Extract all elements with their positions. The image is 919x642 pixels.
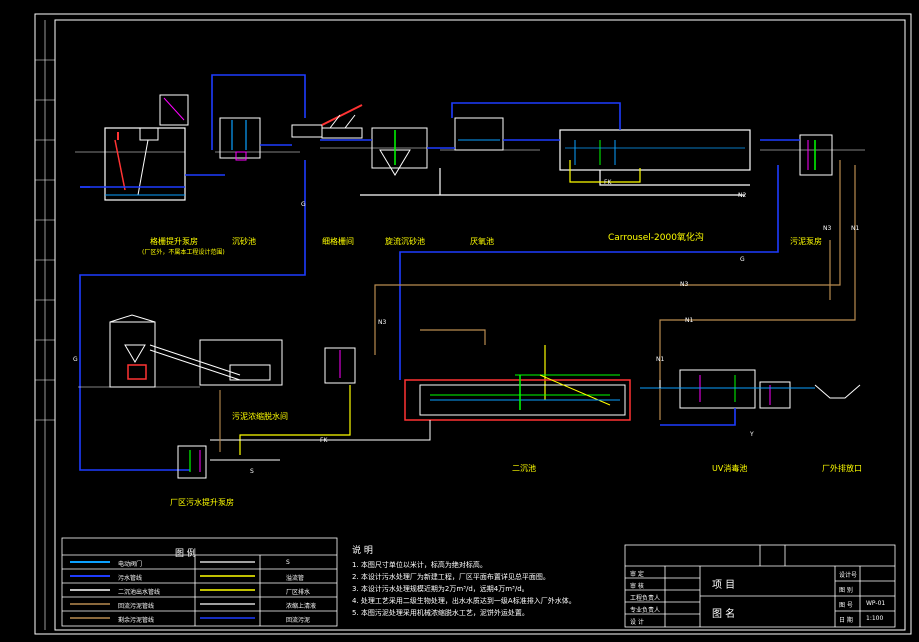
legend-right-2: 厂区排水 xyxy=(286,589,311,596)
tag-g-1: G xyxy=(73,356,78,363)
label-sludge-thick: 污泥浓缩脱水间 xyxy=(232,412,288,421)
tb-left-2: 工程负责人 xyxy=(630,595,661,602)
legend-left-1: 污水管线 xyxy=(118,575,143,582)
note-item: 2. 本设计污水处理厂为新建工程，厂区平面布置详见总平面图。 xyxy=(352,573,550,581)
legend-table xyxy=(61,537,338,627)
tb-right-2: 图 号 xyxy=(839,602,853,609)
tag-n2: N2 xyxy=(738,192,747,199)
notes-block: 说 明 1. 本图尺寸单位以米计，标高为绝对标高。 2. 本设计污水处理厂为新建… xyxy=(352,545,622,619)
tb-right-0: 设计号 xyxy=(839,572,858,579)
tb-left-4: 设 计 xyxy=(630,619,644,626)
sludge-lift-pump-structure xyxy=(177,445,207,479)
label-intake-pump: 格栅提升泵房 xyxy=(150,237,198,246)
secondary-clarifier-structure xyxy=(404,374,631,421)
legend-right-3: 浓缩上清液 xyxy=(286,603,317,610)
label-fine-screen: 细格栅间 xyxy=(322,237,354,246)
note-item: 3. 本设计污水处理规模近期为2万m³/d，远期4万m³/d。 xyxy=(352,585,529,593)
tb-right-1: 图 别 xyxy=(839,587,853,594)
outfall-structure xyxy=(640,384,861,399)
tag-y: Y xyxy=(750,431,754,438)
distribution-well-structure xyxy=(799,134,833,176)
label-anaerobic: 厌氧池 xyxy=(470,237,494,246)
effluent-pipes-bottom xyxy=(210,380,661,461)
tag-n1-b: N1 xyxy=(685,317,694,324)
legend-right-1: 溢流管 xyxy=(286,575,305,582)
label-uv: UV消毒池 xyxy=(712,464,748,473)
legend-left-3: 回流污泥管线 xyxy=(118,603,155,610)
inner-frame xyxy=(54,19,906,631)
vortex-grit-structure xyxy=(371,127,428,176)
label-secondary: 二沉池 xyxy=(512,464,536,473)
tb-left-0: 审 定 xyxy=(630,571,644,578)
legend-left-4: 剩余污泥管线 xyxy=(118,617,155,624)
label-grit: 沉砂池 xyxy=(232,237,256,246)
label-sludge-pump: 厂区污水提升泵房 xyxy=(170,498,234,507)
sludge-dewatering-structure xyxy=(78,314,283,388)
label-primary: 旋流沉砂池 xyxy=(385,237,425,246)
tb-project-label: 项 目 xyxy=(712,580,736,591)
note-item: 1. 本图尺寸单位以米计，标高为绝对标高。 xyxy=(352,561,487,569)
anaerobic-structure xyxy=(454,117,504,151)
note-item: 4. 处理工艺采用二级生物处理，出水水质达到一级A标准排入厂外水体。 xyxy=(352,597,576,605)
tb-drawing-number: WP-01 xyxy=(866,600,886,607)
legend-left-2: 二沉池出水管线 xyxy=(118,589,161,596)
tag-n1-a: N1 xyxy=(851,225,860,232)
legend-title: 图 例 xyxy=(175,549,196,559)
carrousel-structure xyxy=(559,129,751,171)
legend-left-0: 电动阀门 xyxy=(118,561,143,568)
outer-frame xyxy=(34,13,912,635)
tag-fk-2: FK xyxy=(320,437,328,444)
fine-screen-structure xyxy=(291,104,363,139)
sewage-pipes-bottom xyxy=(399,360,736,426)
tag-n1-c: N1 xyxy=(656,356,665,363)
left-strip-ticks xyxy=(35,59,55,421)
label-outfall: 厂外排放口 xyxy=(822,464,862,473)
legend-right-0: S xyxy=(286,559,290,566)
thickener-structure xyxy=(324,347,356,384)
effluent-pipes xyxy=(360,168,750,196)
title-block xyxy=(624,544,896,628)
label-carrousel: Carrousel-2000氧化沟 xyxy=(608,233,704,243)
tb-left-3: 专业负责人 xyxy=(630,607,661,614)
legend-swatches xyxy=(70,561,255,619)
tag-s: S xyxy=(250,468,254,475)
note-item: 5. 本图污泥处理采用机械浓缩脱水工艺，泥饼外运处置。 xyxy=(352,609,529,617)
tag-n3: N3 xyxy=(823,225,832,232)
tag-n3-b: N3 xyxy=(680,281,689,288)
tag-n3-c: N3 xyxy=(378,319,387,326)
intake-pump-structure xyxy=(80,94,189,201)
legend-right-4: 回流污泥 xyxy=(286,617,311,624)
tb-date: 1:100 xyxy=(866,615,884,622)
tag-fk: FK xyxy=(604,179,612,186)
return-sludge-pipes xyxy=(374,160,856,420)
tb-left-1: 审 核 xyxy=(630,583,644,590)
uv-structure xyxy=(679,369,791,409)
air-pipes xyxy=(239,160,641,455)
tag-g-2: G xyxy=(301,201,306,208)
notes-head: 说 明 xyxy=(352,546,373,556)
tb-drawing-label: 图 名 xyxy=(712,609,736,620)
label-intake-pump-sub: (厂区外，不属本工程设计范围) xyxy=(142,249,225,256)
tag-g-3: G xyxy=(740,256,745,263)
sewage-pipes-top xyxy=(79,74,800,471)
grit-chamber-structure xyxy=(219,117,261,161)
label-sludge-dist: 污泥泵房 xyxy=(790,237,822,246)
tb-right-3: 日 期 xyxy=(839,617,853,624)
